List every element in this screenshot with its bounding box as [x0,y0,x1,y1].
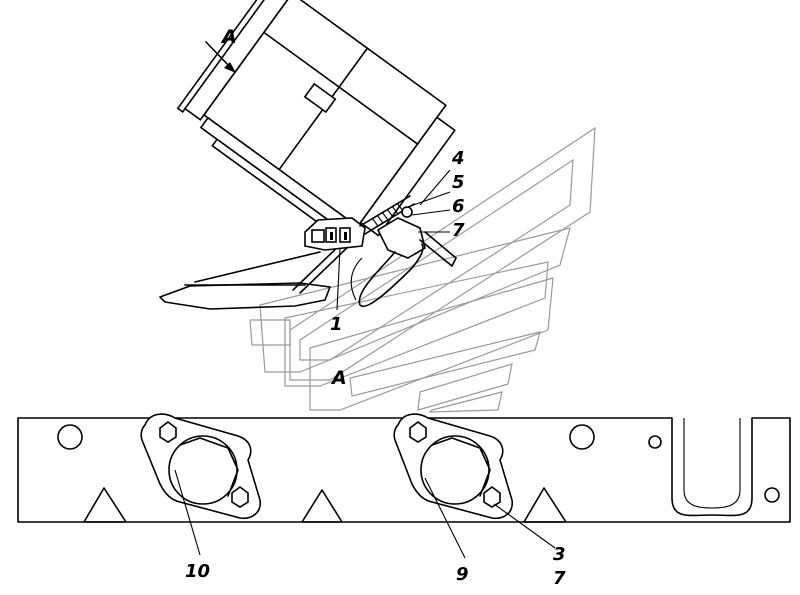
callout-4: 4 [451,148,465,169]
bolt-head-right-top [409,421,427,443]
view-label: A [220,26,238,48]
leader-5 [404,191,451,209]
bolt-head-right-bottom [483,486,501,508]
hole-left [57,424,83,450]
callout-6: 6 [452,196,465,217]
bolt-head-left-bottom [231,486,249,508]
bolt-head-left-top [159,421,177,443]
watermark-logo [249,126,596,413]
callout-3: 3 [553,544,566,565]
callout-5: 5 [452,172,465,193]
plate-outline [17,417,791,523]
leader-4 [419,169,451,206]
blade [159,282,331,310]
housing-slot [303,82,337,114]
leader-10 [174,469,201,556]
callout-7-top: 7 [452,220,465,241]
u-slot [683,418,741,509]
notch-1 [83,487,127,523]
section-label: A [330,367,348,389]
callout-1: 1 [330,314,343,335]
flange-right [393,413,514,520]
view-arrow-head [224,62,236,73]
flange-left [140,413,262,520]
callout-7-bottom: 7 [553,568,566,589]
hole-right [569,424,595,450]
notch-3 [523,487,567,523]
notch-2 [301,489,343,523]
leader-6 [411,209,451,216]
callout-10: 10 [185,561,210,582]
mounting-plate [17,413,791,559]
leader-1 [336,247,341,311]
threaded-rod [359,195,415,235]
leader-9 [424,477,466,559]
callout-9: 9 [456,564,469,585]
front-lip [176,0,284,113]
hole-small-2 [764,487,780,503]
leader-3 [493,503,556,549]
rear-cap [359,116,456,237]
connector [350,217,457,308]
upper-assembly [159,0,457,311]
hole-small [648,435,662,449]
clamp-block [304,217,366,251]
